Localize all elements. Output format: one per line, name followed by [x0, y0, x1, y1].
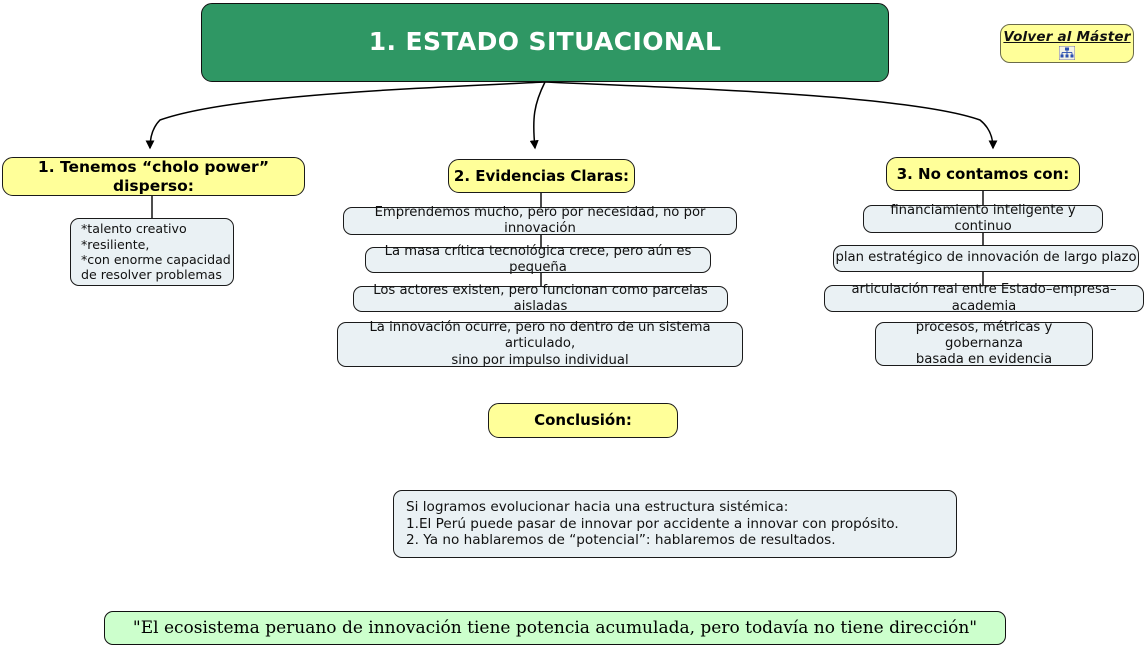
branch-3-item-3: articulación real entre Estado–empresa–a…: [824, 282, 1144, 314]
hierarchy-diagram-icon: [1058, 45, 1076, 61]
branch-2-item-2: La masa crítica tecnológica crece, pero …: [365, 244, 711, 275]
branch-3-item-4: procesos, métricas y gobernanza basada e…: [875, 320, 1093, 367]
branch-1-item-1: *talento creativo *resiliente, *con enor…: [70, 218, 234, 286]
volver-al-master-label: Volver al Máster: [1003, 29, 1131, 45]
branch-1-heading: 1. Tenemos “cholo power” disperso:: [2, 157, 305, 196]
volver-al-master-button[interactable]: Volver al Máster: [1000, 24, 1134, 63]
conclusion-heading: Conclusión:: [488, 403, 678, 438]
quote-banner: "El ecosistema peruano de innovación tie…: [104, 611, 1006, 645]
branch-2-item-4: La innovación ocurre, pero no dentro de …: [337, 320, 743, 368]
branch-2-heading: 2. Evidencias Claras:: [448, 159, 635, 193]
branch-3-item-2: plan estratégico de innovación de largo …: [833, 245, 1139, 272]
branch-2-item-3: Los actores existen, pero funcionan como…: [353, 283, 728, 314]
branch-3-heading: 3. No contamos con:: [886, 157, 1080, 191]
branch-3-item-1: financiamiento inteligente y continuo: [863, 203, 1103, 234]
branch-2-item-1: Emprendemos mucho, pero por necesidad, n…: [343, 205, 737, 236]
conclusion-body: Si logramos evolucionar hacia una estruc…: [393, 490, 957, 558]
master-header-node: 1. ESTADO SITUACIONAL: [201, 3, 889, 82]
